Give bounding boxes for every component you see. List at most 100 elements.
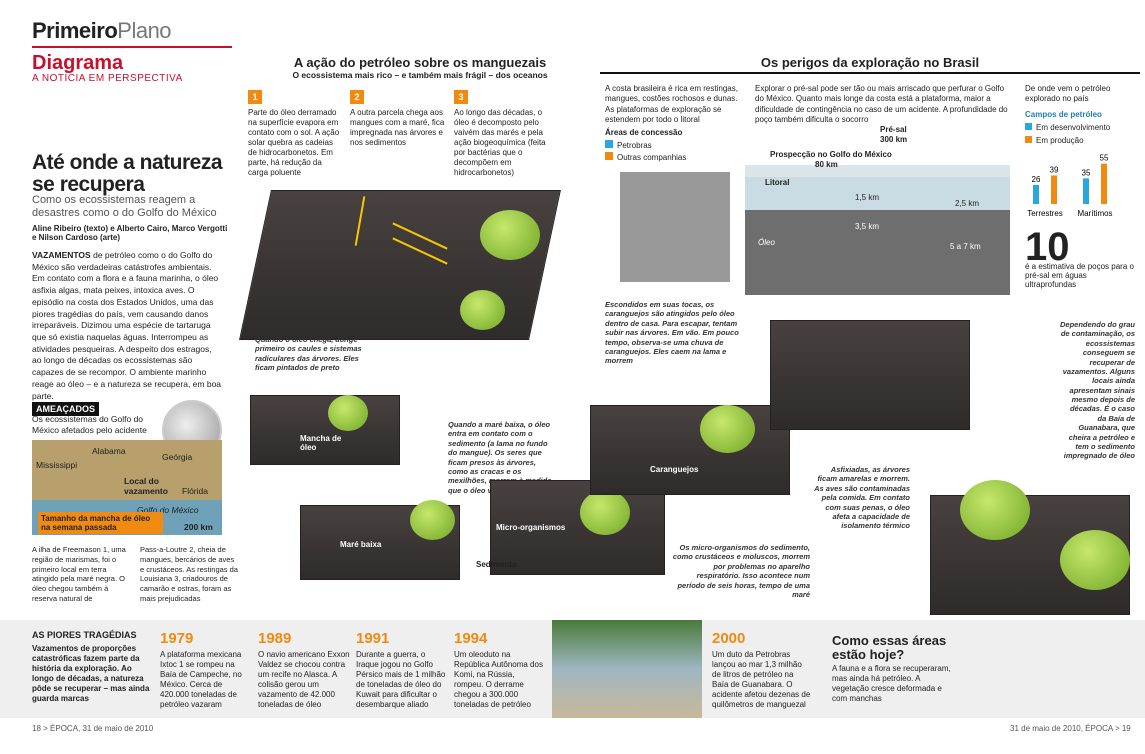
timeline-1994: 1994 Um oleoduto na República Autônoma do…: [454, 630, 546, 710]
ameacados-tag: AMEAÇADOS: [32, 402, 100, 416]
chart-legend-prod: Em produção: [1025, 136, 1084, 146]
big-number: 10: [1025, 225, 1070, 269]
year-2000: 2000: [712, 630, 746, 647]
year-1989: 1989: [258, 630, 292, 647]
step-2-text: A outra parcela chega aos mangues com a …: [350, 108, 445, 147]
tree-icon: [460, 290, 505, 330]
caption-microorganisms: Os micro-organismos do sedimento, como c…: [672, 543, 810, 599]
chart-swatch-prod: [1025, 136, 1032, 143]
label-caranguejos: Caranguejos: [650, 465, 699, 474]
areas-title: Áreas de concessão: [605, 128, 683, 137]
golfo-km: 80 km: [815, 160, 838, 169]
brand-light: Plano: [117, 18, 172, 43]
tragedias-title: AS PIORES TRAGÉDIAS: [32, 630, 137, 640]
seabed: [745, 210, 1010, 295]
step-3-text: Ao longo das décadas, o óleo é decompost…: [454, 108, 546, 177]
bar-value-label: 35: [1082, 168, 1091, 177]
legend-petrobras: Petrobras: [605, 140, 652, 151]
footer-right: 31 de maio de 2010, ÉPOCA > 19: [1010, 724, 1131, 733]
year-1994: 1994: [454, 630, 488, 647]
label-micro: Micro-organismos: [496, 523, 566, 532]
year-1979: 1979: [160, 630, 194, 647]
map-spill-note: Tamanho da mancha de óleo na semana pass…: [38, 512, 163, 534]
mangue-title: A ação do petróleo sobre os manguezais: [293, 55, 547, 70]
tree-icon: [410, 500, 455, 540]
depth-2: 2,5 km: [955, 199, 980, 208]
bar-marítimos-0: [1083, 178, 1089, 204]
brasil-rule: [600, 72, 1140, 74]
depth-3: 3,5 km: [855, 222, 880, 231]
chart-swatch-dev: [1025, 123, 1032, 130]
chart-legend-dev: Em desenvolvimento: [1025, 123, 1110, 133]
chart-legend-prod-text: Em produção: [1036, 136, 1084, 145]
ameacados-text: Os ecossistemas do Golfo do México afeta…: [32, 414, 147, 436]
article-lead: VAZAMENTOS de petróleo como o do Golfo d…: [32, 250, 222, 402]
map-scale: 200 km: [184, 522, 213, 532]
legend-swatch-blue: [605, 140, 613, 148]
tree-icon: [1060, 530, 1130, 590]
map-land: [32, 440, 222, 500]
lead-text: de petróleo como o do Golfo do México sã…: [32, 250, 222, 401]
step-2-badge: 2: [350, 90, 364, 104]
depth-1: 1,5 km: [855, 193, 880, 202]
bar-value-label: 26: [1032, 175, 1041, 184]
article-authors: Aline Ribeiro (texto) e Alberto Cairo, M…: [32, 224, 228, 242]
section-subtitle: A NOTÍCIA EM PERSPECTIVA: [32, 73, 183, 84]
brand-bold: Primeiro: [32, 18, 118, 43]
brasil-title: Os perigos da exploração no Brasil: [760, 55, 980, 70]
block-crabs: [590, 405, 790, 495]
ameacados-col1: A ilha de Freemason 1, uma região de mar…: [32, 545, 126, 603]
label-mancha: Mancha de óleo: [300, 434, 342, 452]
map-label-leak: Local do vazamento: [124, 476, 168, 496]
category-label: Terrestres: [1027, 209, 1063, 218]
label-sedimento: Sedimento: [476, 560, 517, 569]
block-oil-arrives: [250, 395, 400, 465]
text-1994: Um oleoduto na República Autônoma dos Ko…: [454, 650, 543, 709]
caption-recovery: Dependendo do grau de contaminação, os e…: [1060, 320, 1135, 461]
beach-photo: [552, 620, 702, 718]
footer-left: 18 > ÉPOCA, 31 de maio de 2010: [32, 724, 154, 733]
legend-others-text: Outras companhias: [617, 153, 687, 162]
brand: PrimeiroPlano: [32, 18, 172, 44]
presal-km: 300 km: [880, 135, 908, 145]
golfo-label: Prospecção no Golfo do México: [770, 150, 892, 159]
map-label-gulf: Golfo do México: [137, 505, 199, 515]
chart-title: Campos de petróleo: [1025, 110, 1102, 119]
tree-icon: [480, 210, 540, 260]
article-subtitle: Como os ecossistemas reagem a desastres …: [32, 194, 217, 219]
map-label-georgia: Geórgia: [162, 452, 193, 462]
step-1-badge: 1: [248, 90, 262, 104]
step-1-text: Parte do óleo derramado na superfície ev…: [248, 108, 340, 177]
legend-others: Outras companhias: [605, 152, 686, 163]
bar-terrestres-1: [1051, 175, 1057, 204]
chart-intro: De onde vem o petróleo explorado no país: [1025, 84, 1111, 104]
text-2000: Um duto da Petrobras lançou ao mar 1,3 m…: [712, 650, 811, 709]
text-1979: A plataforma mexicana Ixtoc 1 se rompeu …: [160, 650, 242, 709]
tragedias-text: Vazamentos de proporções catastróficas f…: [32, 644, 150, 703]
block-microorganisms: [490, 480, 665, 575]
caption-crabs: Escondidos em suas tocas, os caranguejos…: [605, 300, 739, 366]
lead-bold: VAZAMENTOS: [32, 250, 91, 260]
article-title: Até onde a natureza se recupera: [32, 151, 223, 197]
bar-value-label: 55: [1100, 154, 1109, 163]
ameacados-col2: Pass-a-Loutre 2, cheia de mangues, bercá…: [140, 545, 238, 603]
mangue-subtitle: O ecossistema mais rico – e também mais …: [292, 70, 548, 80]
gulf-map: Alabama Mississippi Geórgia Local do vaz…: [32, 440, 222, 535]
map-label-florida: Flórida: [182, 486, 208, 496]
caption-oil-arrives: Quando o óleo chega, atinge primeiro os …: [255, 335, 362, 373]
step-3-badge: 3: [454, 90, 468, 104]
presal-text: Explorar o pré-sal pode ser tão ou mais …: [755, 84, 1008, 125]
legend-swatch-orange: [605, 152, 613, 160]
chart-legend-dev-text: Em desenvolvimento: [1036, 123, 1111, 132]
label-mare: Maré baixa: [340, 540, 382, 549]
block-dead-trees: [770, 320, 970, 430]
water: [745, 177, 1010, 210]
tree-icon: [580, 490, 630, 535]
presal-name: Pré-sal: [880, 125, 907, 134]
depth-diagram: [745, 165, 1010, 295]
bar-value-label: 39: [1050, 165, 1059, 174]
